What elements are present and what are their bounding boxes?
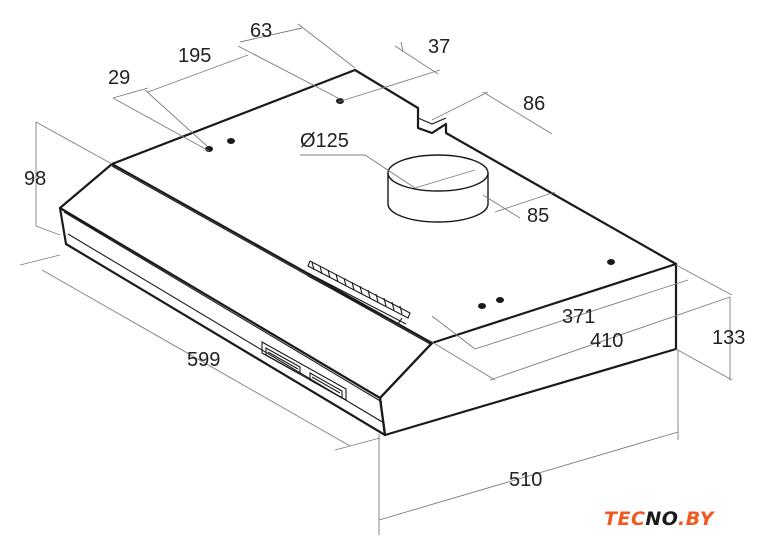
- dim-label-410: 410: [590, 330, 623, 352]
- logo-text: TECNO.BY: [604, 508, 716, 530]
- dimension-lines: [19, 23, 733, 535]
- hood-right-face: [378, 262, 678, 437]
- logo-part-by: .BY: [678, 508, 716, 530]
- control-switches: [261, 341, 347, 401]
- dim-label-37: 37: [428, 36, 450, 58]
- dim-label-63: 63: [250, 20, 272, 42]
- hole: [607, 259, 615, 265]
- hood-front-face: [58, 206, 387, 437]
- hood-front-slant: [58, 162, 434, 400]
- hood-top-panel: [110, 68, 678, 345]
- control-panel-outline: [261, 341, 347, 401]
- dimension-labels: 63 37 195 29 86 Ø125 85 98 599 371 410 1…: [24, 20, 745, 491]
- logo-part-no: NO: [645, 508, 678, 530]
- rear-slot: [417, 117, 447, 125]
- tecno-by-logo: TECNO.BY: [604, 508, 716, 530]
- dim-label-133: 133: [712, 327, 745, 349]
- dim-label-86: 86: [523, 93, 545, 115]
- dim-label-599: 599: [187, 349, 220, 371]
- dim-label-510: 510: [509, 469, 542, 491]
- dim-label-98: 98: [24, 168, 46, 190]
- vent-grille: [305, 260, 411, 325]
- front-face-inner-line: [63, 211, 383, 403]
- top-crease-line: [111, 165, 433, 346]
- hole: [205, 146, 213, 152]
- switch-right: [309, 372, 343, 399]
- duct-outlet: [387, 154, 489, 223]
- hole: [496, 297, 504, 303]
- dim-label-371: 371: [562, 306, 595, 328]
- dim-label-85: 85: [527, 205, 549, 227]
- switch-left: [265, 347, 301, 375]
- hole: [478, 303, 486, 309]
- mounting-holes: [205, 98, 615, 309]
- dim-label-29: 29: [108, 67, 130, 89]
- hood-body: [58, 68, 678, 437]
- hole: [227, 138, 235, 144]
- duct-top: [387, 154, 489, 192]
- dim-label-195: 195: [178, 45, 211, 67]
- dim-label-diameter-125: Ø125: [300, 130, 349, 152]
- logo-part-tec: TEC: [604, 508, 645, 530]
